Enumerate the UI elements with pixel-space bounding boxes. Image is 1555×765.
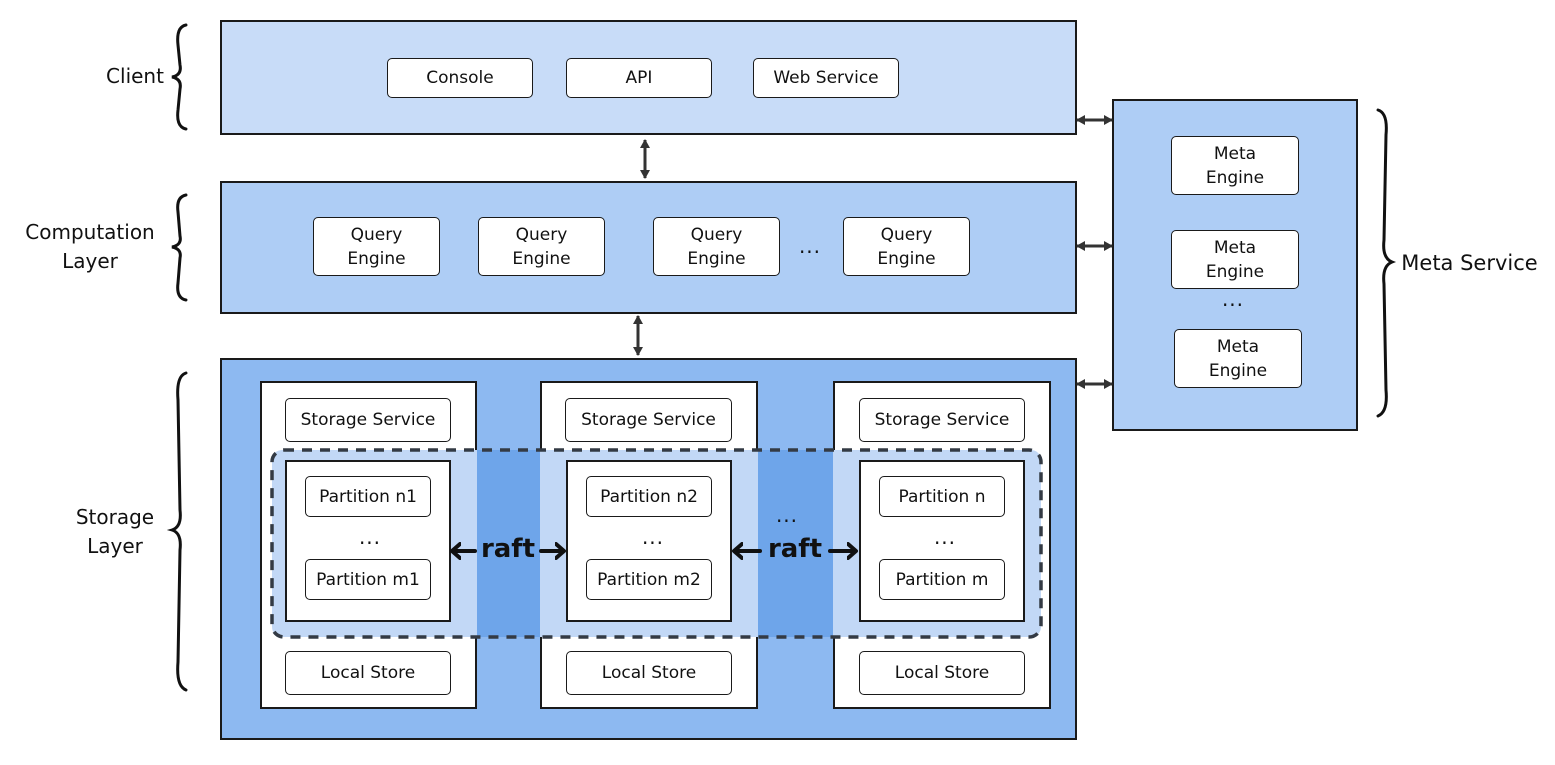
partition-box: Partition n1 bbox=[305, 476, 431, 517]
node-ellipsis: ... bbox=[775, 503, 799, 527]
meta-service-label: Meta Service bbox=[1401, 251, 1538, 275]
storage-service-box: Storage Service bbox=[859, 398, 1025, 442]
storage-layer-label: Storage Layer bbox=[60, 503, 170, 561]
computation-layer-label: Computation Layer bbox=[10, 218, 170, 276]
query-engine-line2: Engine bbox=[512, 248, 571, 269]
query-engine-line1: Query bbox=[350, 224, 403, 245]
web-service-box: Web Service bbox=[753, 58, 899, 98]
storage-service-box: Storage Service bbox=[285, 398, 451, 442]
storage-label-line1: Storage bbox=[75, 505, 155, 529]
query-engine-line2: Engine bbox=[347, 248, 406, 269]
partition-ellipsis: ... bbox=[641, 525, 665, 549]
partition-ellipsis: ... bbox=[933, 525, 957, 549]
meta-engine-line1: Meta bbox=[1213, 237, 1257, 258]
computation-label-line1: Computation bbox=[25, 220, 155, 244]
meta-engine-ellipsis: ... bbox=[1221, 287, 1245, 311]
query-engine-line2: Engine bbox=[877, 248, 936, 269]
local-store-box: Local Store bbox=[859, 651, 1025, 695]
console-box: Console bbox=[387, 58, 533, 98]
meta-service-brace bbox=[1376, 108, 1397, 418]
storage-label-line2: Layer bbox=[87, 534, 143, 558]
query-engine-box: Query Engine bbox=[313, 217, 440, 276]
local-store-box: Local Store bbox=[566, 651, 732, 695]
query-engine-line1: Query bbox=[515, 224, 568, 245]
local-store-box: Local Store bbox=[285, 651, 451, 695]
computation-brace bbox=[171, 193, 188, 302]
meta-engine-line1: Meta bbox=[1216, 336, 1260, 357]
partition-ellipsis: ... bbox=[358, 525, 382, 549]
query-engine-line1: Query bbox=[690, 224, 743, 245]
raft-label: raft bbox=[480, 534, 536, 564]
query-engine-line2: Engine bbox=[687, 248, 746, 269]
partition-box: Partition m2 bbox=[586, 559, 712, 600]
computation-label-line2: Layer bbox=[62, 249, 118, 273]
client-label: Client bbox=[106, 64, 164, 88]
partition-box: Partition m1 bbox=[305, 559, 431, 600]
meta-engine-box: Meta Engine bbox=[1174, 329, 1302, 388]
query-engine-line1: Query bbox=[880, 224, 933, 245]
partition-box: Partition n2 bbox=[586, 476, 712, 517]
partition-box: Partition n bbox=[879, 476, 1005, 517]
meta-engine-line1: Meta bbox=[1213, 143, 1257, 164]
meta-engine-box: Meta Engine bbox=[1171, 136, 1299, 195]
storage-service-box: Storage Service bbox=[565, 398, 732, 442]
query-engine-box: Query Engine bbox=[653, 217, 780, 276]
query-engine-box: Query Engine bbox=[843, 217, 970, 276]
api-box: API bbox=[566, 58, 712, 98]
query-engine-ellipsis: ... bbox=[798, 234, 822, 258]
raft-label: raft bbox=[767, 534, 823, 564]
meta-engine-line2: Engine bbox=[1208, 360, 1268, 381]
meta-engine-line2: Engine bbox=[1205, 261, 1265, 282]
partition-box: Partition m bbox=[879, 559, 1005, 600]
query-engine-box: Query Engine bbox=[478, 217, 605, 276]
meta-engine-line2: Engine bbox=[1205, 167, 1265, 188]
storage-brace bbox=[166, 371, 188, 692]
meta-engine-box: Meta Engine bbox=[1171, 230, 1299, 289]
